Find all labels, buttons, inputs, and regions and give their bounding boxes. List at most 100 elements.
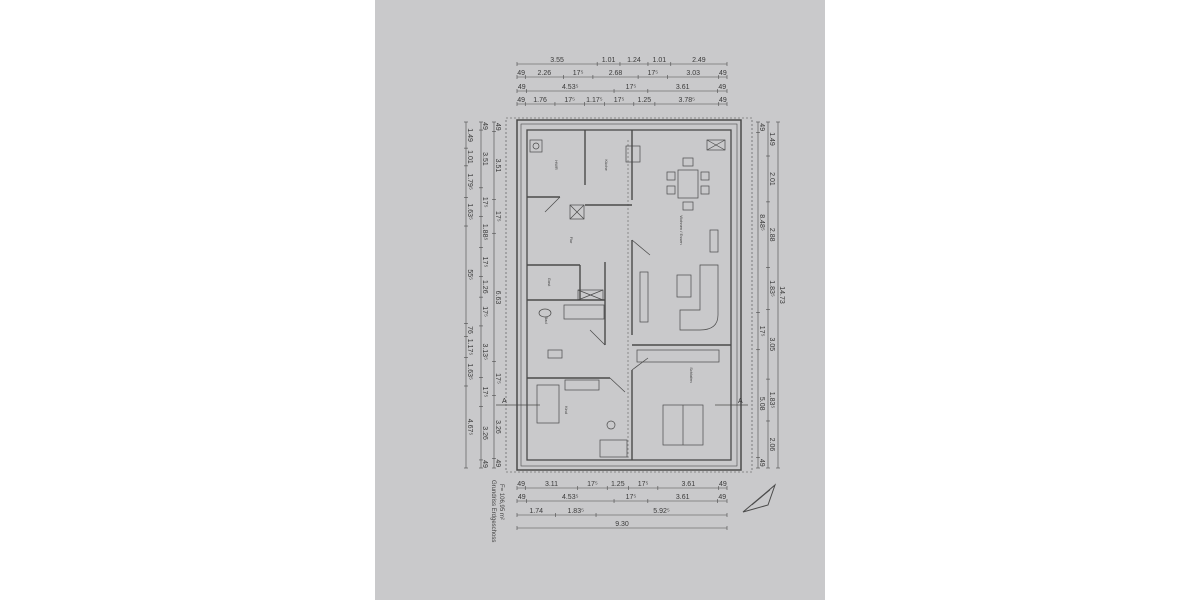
north-arrow-icon [742,483,777,513]
dimension-label: 3.78⁵ [679,97,696,104]
plan-caption-area: F= 106,95 m² [498,484,504,520]
dimension-label: 1.88⁵ [481,224,488,241]
dimension-label: 49 [719,70,727,77]
chair [700,185,710,195]
chair [666,185,676,195]
dimension-label: 2.88 [768,228,775,242]
dimension-label: 49 [518,494,526,501]
dimension-label: 3.51 [481,152,488,166]
washbasin [538,308,552,318]
dimension-label: 3.61 [681,481,695,488]
dimension-label: 1.01 [466,150,473,164]
sofa [679,264,719,331]
dimension-label: 49 [481,460,488,468]
dimension-label: 17⁵ [564,97,575,104]
door [544,196,561,213]
dimension-label: 17⁵ [758,326,765,337]
bathtub [563,304,605,320]
dimension-label: 76 [466,326,473,334]
chair [682,201,694,211]
window-box [709,229,719,253]
room-label: Wohnen / Essen [679,215,684,244]
dimension-label: 8.48⁵ [758,214,765,231]
roof-outline [505,117,753,473]
dimension-label: 1.17⁵ [586,97,603,104]
inner-wall [526,129,732,461]
window-box-cross [706,139,726,151]
section-marker-right: A [738,398,743,405]
chair [700,171,710,181]
dimension-label: 49 [758,123,765,131]
dimension-label: 3.26 [494,420,501,434]
dimension-label: 3.61 [676,494,690,501]
dimension-label: 17⁵ [494,211,501,222]
dimension-label: 3.55 [550,57,564,64]
room-label: Kind [564,406,569,414]
dimension-label: 17⁵ [626,494,637,501]
dimension-label: 49 [758,459,765,467]
chair [666,171,676,181]
window-box [706,139,726,151]
dimension-label: 17⁵ [648,70,659,77]
dimension-label: 9.30 [615,521,629,528]
dimension-label: 17⁵ [494,373,501,384]
dimension-label: 49 [718,84,726,91]
dimension-label: 1.83⁵ [768,392,775,409]
dimension-label: 1.01 [653,57,667,64]
door [631,239,651,256]
toilet [547,349,563,359]
room-label: Flur [569,237,574,245]
sideboard [639,271,649,323]
room-label: Gast [547,278,552,287]
section-marker-left: A [502,398,507,405]
room-label: Schlafen [689,367,694,383]
dimension-label: 17⁵ [573,70,584,77]
dimension-label: 5.08 [758,397,765,411]
door [631,357,649,371]
dimension-label: 49 [518,84,526,91]
dimension-label: 1.74 [529,508,543,515]
dimension-label: 1.49 [768,132,775,146]
room-label: Bad [544,316,549,323]
dimension-label: 49 [517,70,525,77]
room-label: HWR [554,160,559,170]
dimension-label: 55⁵ [466,269,473,280]
dimension-label: 49 [481,122,488,130]
door [589,329,606,346]
dimension-label: 6.63 [494,291,501,305]
coffee-table [676,274,692,298]
dimension-label: 17⁵ [638,481,649,488]
dimension-label: 1.25 [638,97,652,104]
dimension-label: 17⁵ [481,387,488,398]
dimension-label: 1.76 [533,97,547,104]
dimension-label: 1.24 [627,57,641,64]
dimension-label: 4.53⁵ [562,84,579,91]
dimension-label: 49 [494,459,501,467]
desk [599,439,628,458]
dimension-label: 2.26 [538,70,552,77]
door [609,377,626,393]
room-label: Küche [604,159,609,171]
dimension-label: 1.63⁵ [466,203,473,220]
shower-tray [577,289,604,301]
outer-wall-layer [520,123,738,467]
north-arrow-icon [751,489,771,506]
dimension-label: 1.79⁵ [466,173,473,190]
dimension-label: 17⁵ [481,197,488,208]
wardrobe [636,349,720,363]
dimension-label: 49 [494,123,501,131]
dimension-label: 49 [719,481,727,488]
dimension-label: 1.25 [611,481,625,488]
dimension-label: 1.49 [466,128,473,142]
dimension-label: 1.17⁵ [466,339,473,356]
plan-caption-title: Grundriss Erdgeschoss [490,480,496,542]
outer-wall [516,119,742,471]
dimension-label: 4.53⁵ [562,494,579,501]
dimension-label: 1.83⁵ [768,280,775,297]
dimension-label: 1.63⁵ [466,363,473,380]
dimension-label: 17⁵ [614,97,625,104]
dimension-label: 3.13⁵ [481,343,488,360]
